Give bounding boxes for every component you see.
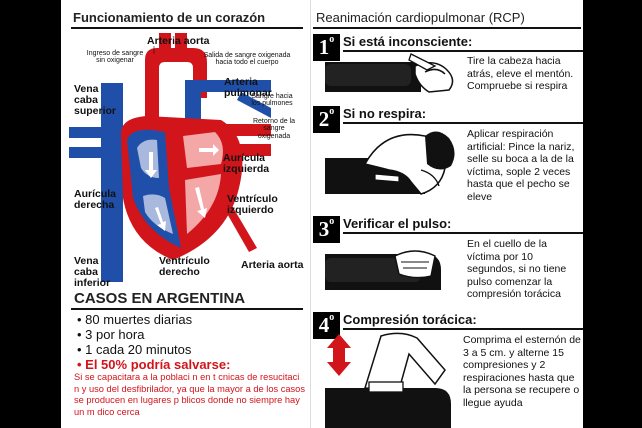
casos-title-rule <box>71 308 303 310</box>
column-divider <box>310 0 311 428</box>
step-4-text: Comprima el esternón de 3 a 5 cm. y alte… <box>463 334 581 409</box>
step-3-text: En el cuello de la víctima por 10 segund… <box>467 238 567 300</box>
label-auricula-derecha: Aurícula derecha <box>74 188 117 212</box>
label-retorno: Retorno de la sangre oxigenada <box>252 118 296 140</box>
casos-bullets: • 80 muertes diarias • 3 por hora • 1 ca… <box>77 312 230 372</box>
step-1-rule <box>343 50 583 52</box>
casos-bullet: • 80 muertes diarias <box>77 312 193 327</box>
rcp-title-rule <box>313 27 581 29</box>
label-aorta-bottom: Arteria aorta <box>241 259 304 271</box>
pulmonary-artery <box>185 80 271 126</box>
step-2-number: 2o <box>313 106 340 133</box>
label-sangre-pulmones: Sangre hacia los pulmones <box>251 93 293 108</box>
step-4-illustration <box>325 332 451 428</box>
label-auricula-izquierda: Aurícula izquierda <box>223 152 270 176</box>
step-3-title: Verificar el pulso: <box>343 216 452 231</box>
label-arteria-pulmonar: Arteria pulmonar <box>224 76 272 100</box>
infographic: Funcionamiento de un corazón <box>61 0 583 428</box>
step-3-illustration <box>325 250 441 290</box>
step-3-rule <box>343 232 583 234</box>
label-vena-superior: Vena caba superior <box>74 83 117 118</box>
rcp-title: Reanimación cardiopulmonar (RCP) <box>316 10 525 25</box>
casos-bullet: • 1 cada 20 minutos <box>77 342 192 357</box>
step-2-text: Aplicar respiración artificial: Pince la… <box>467 128 575 203</box>
label-ventriculo-derecho: Ventrículo derecho <box>159 255 210 279</box>
compression-arrow-icon <box>327 334 351 376</box>
step-3-number: 3o <box>313 216 340 243</box>
heart-title-rule <box>71 27 303 29</box>
casos-bullet: • 3 por hora <box>77 327 145 342</box>
step-1-number: 1o <box>313 34 340 61</box>
step-2-rule <box>343 122 583 124</box>
heart-diagram <box>69 33 271 282</box>
label-vena-inferior: Vena caba inferior <box>74 255 111 290</box>
label-aorta-top: Arteria aorta <box>147 35 210 47</box>
step-1-title: Si está inconsciente: <box>343 34 473 49</box>
label-salida: Salida de sangre oxigenada hacia todo el… <box>203 52 291 67</box>
label-ingreso: Ingreso de sangre sin oxigenar <box>86 50 144 65</box>
casos-highlight: • El 50% podría salvarse: <box>77 357 231 372</box>
casos-title: CASOS EN ARGENTINA <box>74 290 246 307</box>
step-1-text: Tire la cabeza hacia atrás, eleve el men… <box>467 55 574 92</box>
vena-cava <box>101 104 123 282</box>
step-4-title: Compresión torácica: <box>343 312 477 327</box>
step-4-rule <box>343 328 583 330</box>
heart-section-title: Funcionamiento de un corazón <box>73 10 266 25</box>
casos-note: Si se capacitara a la poblaci n en t cni… <box>74 372 306 417</box>
step-4-number: 4o <box>313 312 340 339</box>
step-2-illustration <box>325 131 455 195</box>
step-2-title: Si no respira: <box>343 106 427 121</box>
step-1-illustration <box>325 53 454 93</box>
label-ventriculo-izquierdo: Ventrículo izquierdo <box>227 193 278 217</box>
